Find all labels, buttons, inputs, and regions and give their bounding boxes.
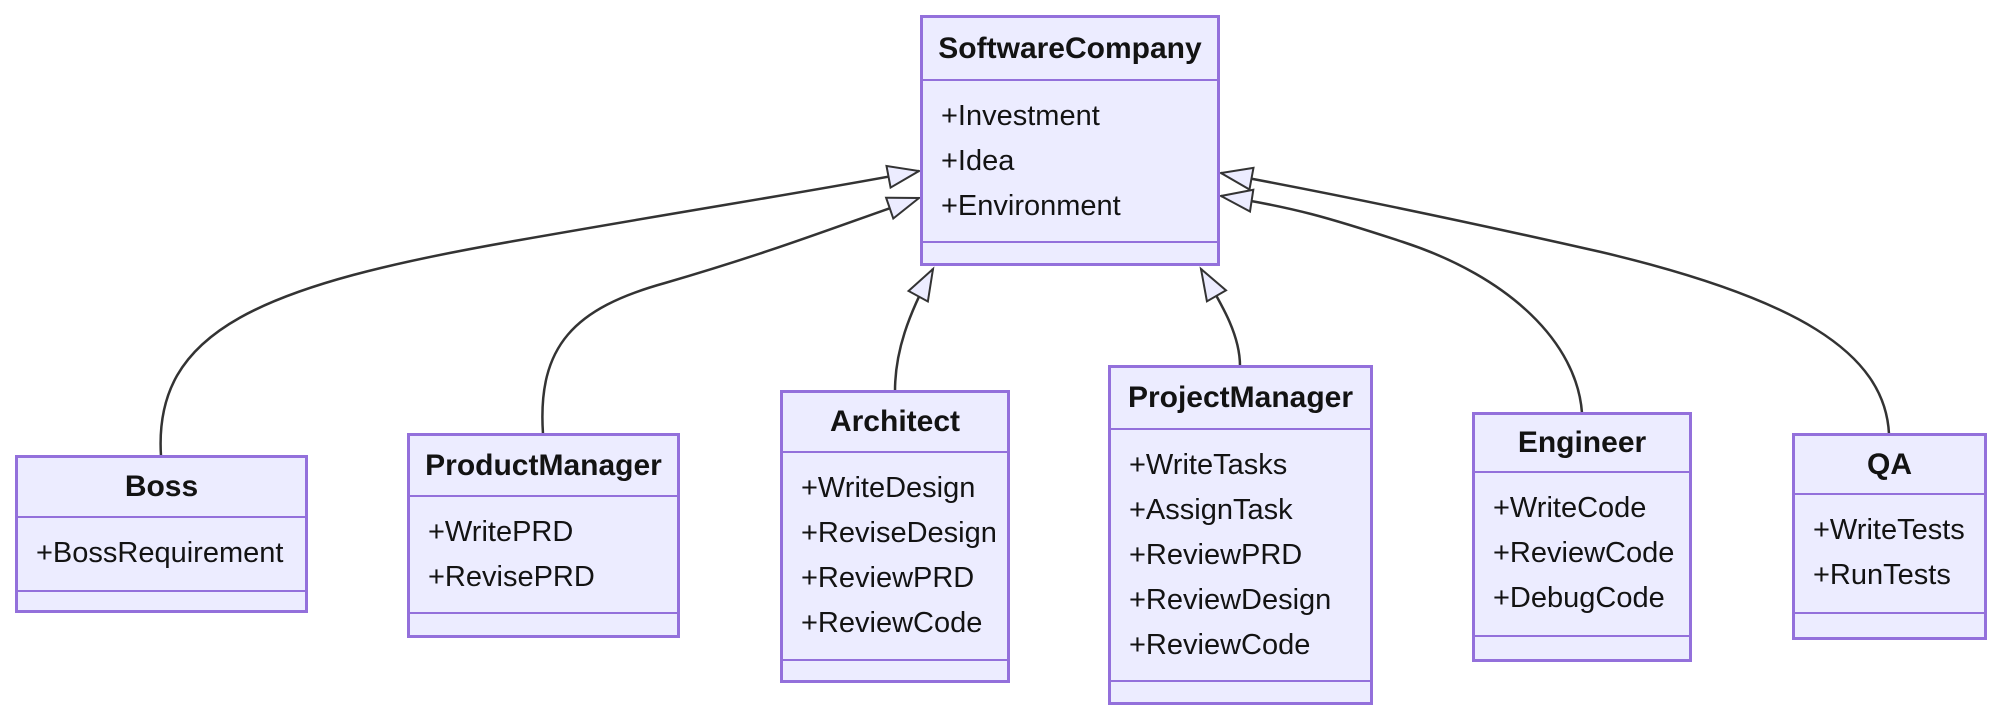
edge-engineer-extends-softwarecompany	[1218, 188, 1584, 414]
class-name: SoftwareCompany	[923, 18, 1217, 81]
class-member: +Environment	[941, 190, 1121, 222]
class-box-engineer: Engineer +WriteCode +ReviewCode +DebugCode	[1472, 412, 1692, 662]
class-box-projectmanager: ProjectManager +WriteTasks +AssignTask +Re…	[1108, 365, 1373, 705]
class-members-compartment: +Investment +Idea +Environment	[923, 81, 1217, 241]
class-name: Engineer	[1475, 415, 1689, 473]
class-member: +WritePRD	[428, 516, 574, 548]
class-members-compartment: +WriteCode +ReviewCode +DebugCode	[1475, 473, 1689, 635]
class-name: Architect	[783, 393, 1007, 453]
class-box-qa: QA +WriteTests +RunTests	[1792, 433, 1987, 640]
class-box-productmanager: ProductManager +WritePRD +RevisePRD	[407, 433, 680, 638]
class-name: Boss	[18, 458, 305, 518]
class-box-boss: Boss +BossRequirement	[15, 455, 308, 613]
class-member: +RunTests	[1813, 559, 1951, 591]
edge-architect-extends-softwarecompany	[893, 266, 935, 392]
class-members-compartment: +BossRequirement	[18, 518, 305, 590]
inheritance-edges	[159, 164, 1891, 457]
class-member: +ReviewCode	[801, 607, 983, 639]
class-member: +ReviewCode	[1493, 537, 1675, 569]
class-methods-compartment-empty	[410, 612, 677, 635]
edge-projectmanager-extends-softwarecompany	[1199, 266, 1242, 367]
class-member: +RevisePRD	[428, 561, 595, 593]
edge-boss-extends-softwarecompany	[159, 164, 922, 457]
class-methods-compartment-empty	[783, 659, 1007, 680]
class-member: +ReviseDesign	[801, 517, 997, 549]
class-name: ProjectManager	[1111, 368, 1370, 430]
class-box-softwarecompany: SoftwareCompany +Investment +Idea +Environ…	[920, 15, 1220, 266]
class-methods-compartment-empty	[1475, 635, 1689, 659]
class-member: +ReviewPRD	[1129, 539, 1303, 571]
class-members-compartment: +WriteTasks +AssignTask +ReviewPRD +ReviewD…	[1111, 430, 1370, 680]
class-member: +BossRequirement	[36, 537, 284, 569]
edge-productmanager-extends-softwarecompany	[541, 196, 922, 435]
class-member: +ReviewPRD	[801, 562, 975, 594]
class-members-compartment: +WriteTests +RunTests	[1795, 495, 1984, 612]
class-methods-compartment-empty	[18, 590, 305, 610]
class-methods-compartment-empty	[1795, 612, 1984, 637]
class-member: +AssignTask	[1129, 494, 1293, 526]
class-methods-compartment-empty	[923, 241, 1217, 263]
class-box-architect: Architect +WriteDesign +ReviseDesign +Revi…	[780, 390, 1010, 683]
class-member: +ReviewDesign	[1129, 584, 1332, 616]
class-name: QA	[1795, 436, 1984, 495]
class-methods-compartment-empty	[1111, 680, 1370, 702]
class-members-compartment: +WritePRD +RevisePRD	[410, 497, 677, 612]
class-member: +WriteTasks	[1129, 449, 1288, 481]
class-member: +ReviewCode	[1129, 629, 1311, 661]
class-name: ProductManager	[410, 436, 677, 497]
class-member: +Idea	[941, 145, 1015, 177]
class-member: +WriteCode	[1493, 492, 1647, 524]
edge-qa-extends-softwarecompany	[1218, 166, 1891, 435]
class-member: +WriteTests	[1813, 514, 1965, 546]
class-member: +Investment	[941, 100, 1100, 132]
class-member: +WriteDesign	[801, 472, 976, 504]
class-members-compartment: +WriteDesign +ReviseDesign +ReviewPRD +Revi…	[783, 453, 1007, 659]
class-member: +DebugCode	[1493, 582, 1665, 614]
